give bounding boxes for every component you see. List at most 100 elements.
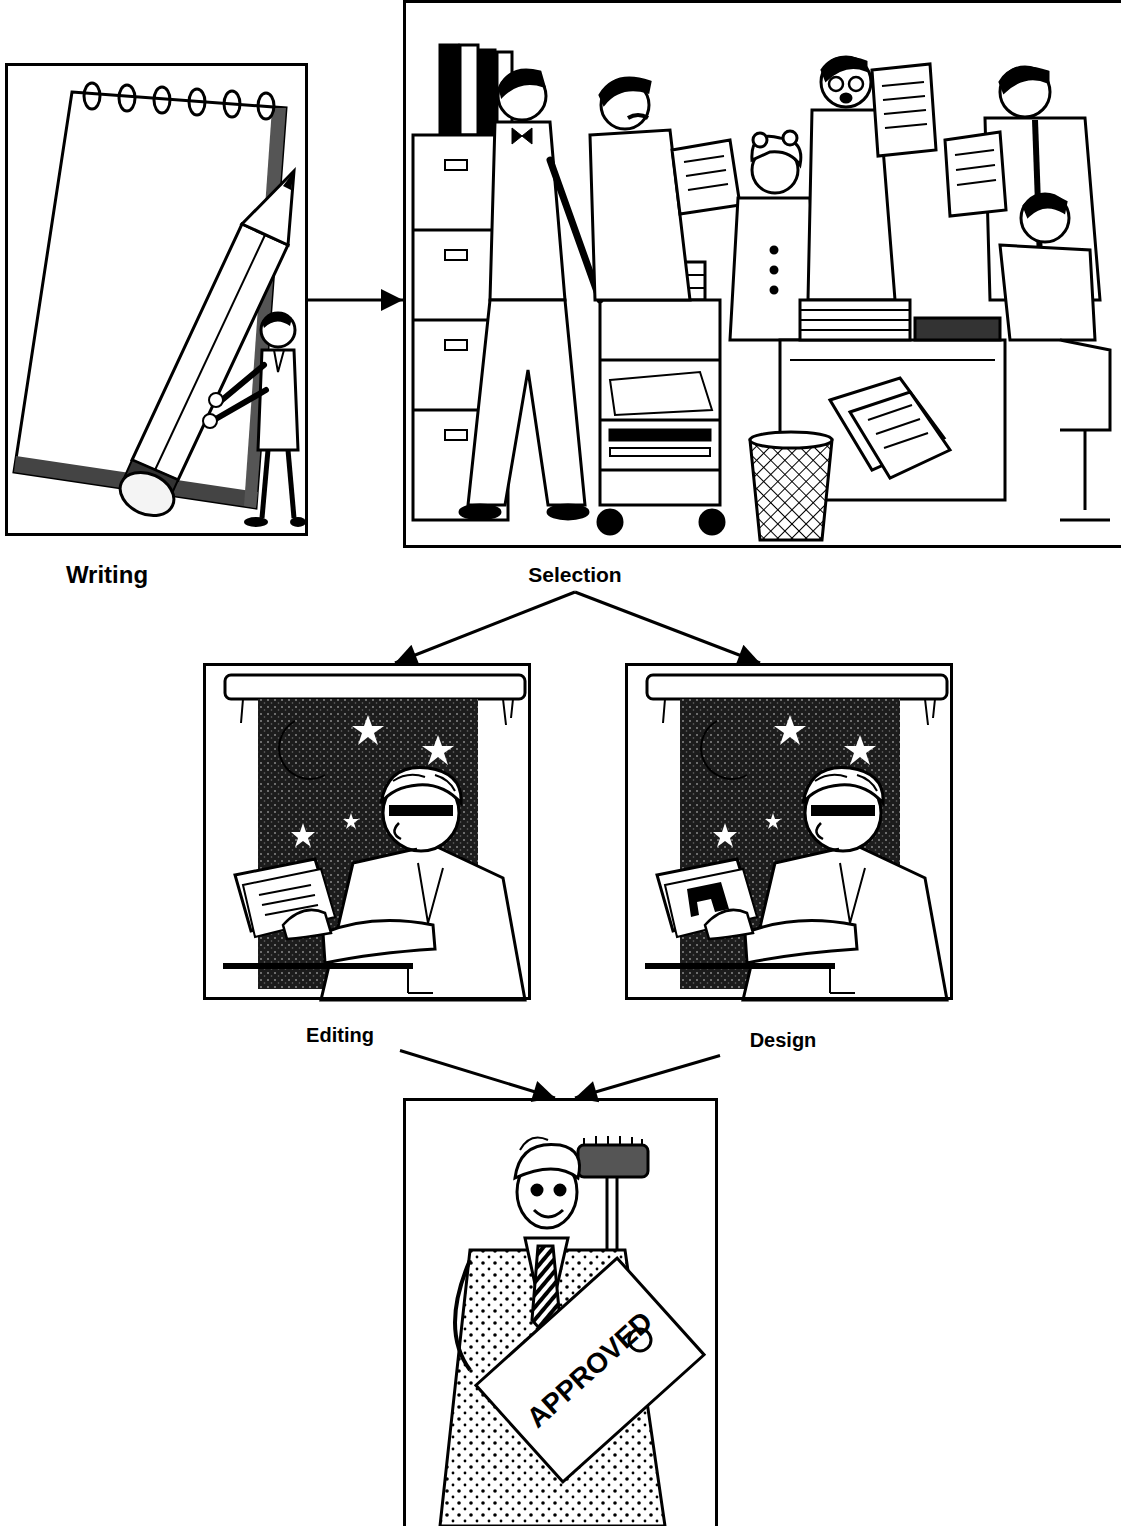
flow-arrow bbox=[575, 1056, 720, 1099]
stage-panel: Writing bbox=[5, 63, 308, 600]
illustration-shape bbox=[155, 235, 265, 470]
panel-frame bbox=[5, 63, 308, 536]
illustration-shape bbox=[753, 133, 767, 147]
illustration-shape bbox=[849, 77, 863, 91]
flow-arrow bbox=[400, 1051, 555, 1099]
illustration-shape bbox=[455, 1260, 470, 1370]
illustration-shape bbox=[915, 318, 1000, 340]
illustration-shape bbox=[84, 83, 100, 109]
illustration-shape bbox=[771, 247, 777, 253]
stamp-text: APPROVED bbox=[519, 1303, 662, 1436]
flow-arrow bbox=[308, 299, 403, 302]
illustration-shape bbox=[884, 433, 928, 448]
illustration-shape bbox=[262, 450, 268, 518]
illustration-shape bbox=[882, 82, 924, 86]
illustration-shape bbox=[189, 89, 205, 115]
illustration-shape bbox=[445, 430, 467, 440]
illustration-shape bbox=[956, 165, 995, 170]
illustration-shape bbox=[500, 70, 544, 96]
illustration-shape bbox=[259, 885, 311, 895]
illustration-shape bbox=[584, 1136, 642, 1145]
stage-label: Editing bbox=[303, 1024, 377, 1047]
illustration-shape bbox=[800, 300, 910, 340]
illustration-shape bbox=[445, 250, 467, 260]
night-desk-illustration bbox=[645, 675, 947, 1000]
illustration-shape bbox=[224, 91, 240, 117]
night-desk-illustration bbox=[223, 675, 525, 1000]
illustration-shape bbox=[244, 517, 268, 527]
illustration-shape bbox=[955, 150, 994, 155]
illustration-shape bbox=[113, 464, 180, 523]
stage-label: Writing bbox=[63, 561, 151, 589]
illustration-shape bbox=[750, 440, 832, 540]
illustration-shape bbox=[290, 517, 306, 527]
panel-frame bbox=[403, 1098, 718, 1526]
illustration-shape bbox=[600, 78, 650, 104]
stage-panel: APPROVED bbox=[403, 1098, 718, 1526]
illustration-shape bbox=[1021, 194, 1069, 242]
illustration-shape bbox=[262, 895, 315, 905]
illustration-shape bbox=[84, 83, 274, 119]
illustration-shape bbox=[476, 1258, 704, 1482]
illustration-shape bbox=[884, 110, 926, 114]
illustration-shape bbox=[872, 64, 936, 156]
illustration-shape bbox=[259, 885, 318, 915]
illustration-shape bbox=[800, 319, 910, 321]
illustration-shape bbox=[555, 1185, 565, 1195]
illustration-shape bbox=[628, 115, 648, 118]
illustration-shape bbox=[468, 300, 585, 505]
illustration-shape bbox=[876, 419, 920, 434]
illustration-shape bbox=[610, 372, 712, 415]
illustration-shape bbox=[868, 405, 912, 420]
illustration-shape bbox=[957, 180, 996, 185]
illustration-shape bbox=[610, 430, 710, 440]
illustration-shape bbox=[480, 50, 495, 135]
illustration-shape bbox=[1084, 430, 1087, 510]
illustration-shape bbox=[610, 448, 710, 456]
panel-frame bbox=[403, 0, 1121, 548]
illustration-shape bbox=[800, 309, 910, 311]
illustration-shape bbox=[600, 419, 720, 422]
illustration-shape bbox=[688, 184, 728, 190]
illustration-shape bbox=[445, 160, 467, 170]
illustration-shape bbox=[445, 340, 467, 350]
illustration-shape bbox=[512, 128, 532, 144]
illustration-shape bbox=[223, 675, 525, 1000]
illustration-shape bbox=[945, 132, 1006, 216]
illustration-shape bbox=[209, 393, 223, 407]
illustration-shape bbox=[1000, 68, 1048, 92]
illustration-shape bbox=[750, 432, 832, 448]
illustration-shape bbox=[684, 156, 724, 162]
illustration-shape bbox=[600, 300, 720, 505]
illustration-shape bbox=[532, 1185, 542, 1195]
illustration-shape bbox=[800, 329, 910, 331]
illustration-shape bbox=[548, 505, 588, 519]
illustration-shape bbox=[821, 57, 871, 107]
illustration-shape bbox=[154, 87, 170, 113]
illustration-shape bbox=[265, 905, 318, 915]
notepad-pencil-illustration bbox=[14, 83, 306, 527]
stage-panel: Design bbox=[625, 663, 953, 1056]
illustration-shape bbox=[520, 1138, 548, 1150]
illustration-shape bbox=[274, 350, 284, 372]
illustration-shape bbox=[258, 93, 274, 119]
illustration-shape bbox=[700, 510, 724, 534]
illustration-shape bbox=[687, 882, 729, 917]
office-illustration bbox=[413, 45, 1110, 540]
flow-arrow bbox=[575, 592, 760, 663]
stage-panel: Selection bbox=[403, 0, 1121, 592]
illustration-shape bbox=[598, 510, 622, 534]
illustration-shape bbox=[460, 45, 478, 135]
illustration-shape bbox=[771, 267, 777, 273]
illustration-shape bbox=[600, 359, 720, 362]
illustration-shape bbox=[1024, 196, 1066, 216]
illustration-shape bbox=[1000, 245, 1095, 340]
illustration-shape bbox=[672, 140, 740, 214]
illustration-shape bbox=[841, 94, 851, 102]
illustration-shape bbox=[1060, 340, 1110, 430]
illustration-shape bbox=[850, 392, 950, 478]
illustration-shape bbox=[203, 414, 217, 428]
illustration-shape bbox=[686, 170, 726, 176]
illustration-shape bbox=[883, 96, 925, 100]
